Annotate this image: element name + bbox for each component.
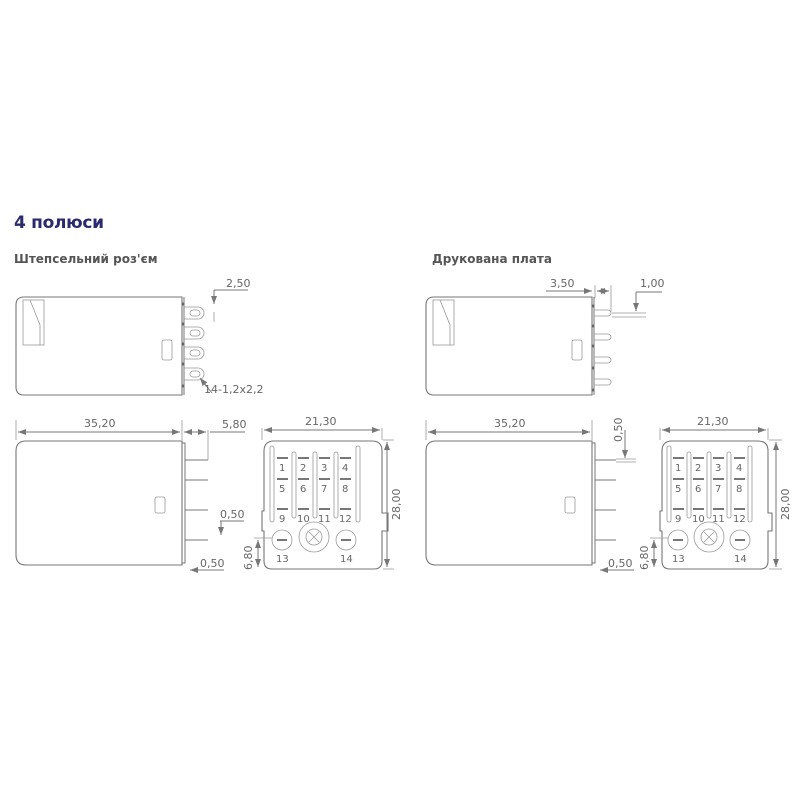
terminal-label: 14	[734, 554, 747, 565]
terminal-label: 9	[279, 514, 285, 525]
dim-pin-thickness: 0,50	[220, 508, 245, 521]
terminal-label: 8	[736, 484, 742, 495]
terminal-label: 9	[675, 514, 681, 525]
terminal-label: 7	[321, 484, 327, 495]
pcb-side-view-top: 3,50 1,00	[425, 277, 665, 396]
terminal-label: 2	[300, 463, 306, 474]
plug-side-view-bottom: 35,20 5,80 0,50 0,50	[15, 417, 247, 573]
terminal-label: 6	[300, 484, 306, 495]
terminal-label: 8	[342, 484, 348, 495]
terminal-label: 12	[733, 514, 746, 525]
plug-side-view-top: 2,50 14-1,2x2,2	[15, 277, 263, 396]
terminal-label: 3	[321, 463, 327, 474]
dim-base-to-pin: 3,50	[550, 277, 575, 290]
dim-front-width-pcb: 21,30	[697, 415, 729, 428]
pcb-front-view: 21,30 28,00 6,80 1 2 3 4 5 6 7 8 9 10 11…	[638, 415, 792, 570]
dim-pin-thickness-pcb: 0,50	[612, 418, 625, 443]
dim-base-offset-pcb: 0,50	[608, 557, 633, 570]
terminal-label: 3	[715, 463, 721, 474]
dim-front-height: 28,00	[390, 489, 403, 521]
terminal-label: 13	[276, 554, 289, 565]
terminal-label: 12	[339, 514, 352, 525]
dim-base-offset: 0,50	[200, 557, 225, 570]
terminal-label: 11	[318, 514, 331, 525]
terminal-label: 1	[675, 463, 681, 474]
terminal-label: 10	[297, 514, 310, 525]
pcb-side-view-bottom: 35,20 0,50 0,50	[425, 417, 636, 573]
terminal-label: 4	[342, 463, 348, 474]
terminal-label: 14	[340, 554, 353, 565]
terminal-label: 2	[695, 463, 701, 474]
terminal-label: 4	[736, 463, 742, 474]
terminal-label: 1	[279, 463, 285, 474]
terminal-label: 5	[675, 484, 681, 495]
dim-length: 35,20	[84, 417, 116, 430]
dim-pin-width: 1,00	[640, 277, 665, 290]
terminal-label: 11	[712, 514, 725, 525]
dim-bottom-offset-pcb: 6,80	[638, 546, 651, 571]
dim-bottom-offset: 6,80	[242, 546, 255, 571]
plug-front-view: 21,30 28,00 6,80 1 2 3 4 5 6 7 8 9 10 11…	[242, 415, 403, 570]
dim-front-width: 21,30	[305, 415, 337, 428]
section-title-pcb: Друкована плата	[432, 252, 552, 266]
terminal-label: 10	[692, 514, 705, 525]
terminal-label: 5	[279, 484, 285, 495]
dim-pin-length: 5,80	[222, 418, 247, 431]
terminal-label: 6	[695, 484, 701, 495]
dim-length-pcb: 35,20	[494, 417, 526, 430]
terminal-label: 13	[672, 554, 685, 565]
dim-pin-spec: 14-1,2x2,2	[204, 383, 263, 396]
page-title: 4 полюси	[14, 213, 104, 233]
terminal-label: 7	[715, 484, 721, 495]
section-title-plug: Штепсельний роз'єм	[14, 252, 158, 266]
dim-pin-pitch: 2,50	[226, 277, 251, 290]
dim-front-height-pcb: 28,00	[779, 489, 792, 521]
